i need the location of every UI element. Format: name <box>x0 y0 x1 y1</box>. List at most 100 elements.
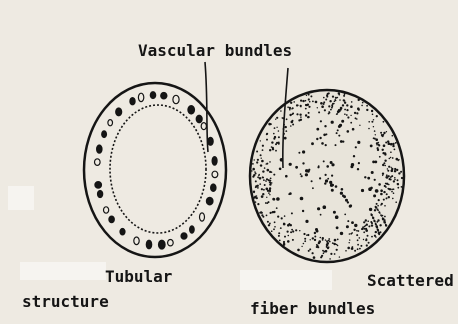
fiber-bundle-dot <box>356 118 358 120</box>
fiber-bundle-dot <box>371 121 373 123</box>
fiber-bundle-dot <box>256 161 258 163</box>
fiber-bundle-dot <box>377 230 379 232</box>
fiber-bundle-dot <box>269 183 271 185</box>
vascular-bundle <box>181 233 187 239</box>
fiber-bundle-dot <box>312 101 314 103</box>
fiber-bundle-dot <box>287 224 290 227</box>
fiber-bundle-dot <box>371 236 373 238</box>
fiber-bundle-dot <box>331 107 333 109</box>
fiber-bundle-dot <box>257 176 259 178</box>
fiber-bundle-dot <box>394 177 396 179</box>
fiber-bundle-dot <box>308 94 310 96</box>
fiber-bundle-dot <box>271 141 273 143</box>
fiber-bundle-dot <box>373 126 374 127</box>
fiber-bundle-dot <box>278 143 280 145</box>
fiber-bundle-dot <box>340 232 343 235</box>
fiber-bundle-dot <box>368 242 370 244</box>
fiber-bundle-dot <box>251 170 252 171</box>
fiber-bundle-dot <box>272 148 274 150</box>
fiber-bundle-dot <box>357 141 360 144</box>
tubular-vascular-bundles <box>95 92 218 249</box>
fiber-bundle-dot <box>304 240 306 242</box>
fiber-bundle-dot <box>393 188 395 190</box>
fiber-bundle-dot <box>323 160 325 162</box>
fiber-bundle-dot <box>383 132 385 134</box>
fiber-bundle-dot <box>358 162 360 164</box>
vascular-bundle <box>116 108 122 116</box>
fiber-bundle-dot <box>394 179 396 181</box>
fiber-bundle-dot <box>328 113 330 115</box>
fiber-bundle-dot <box>289 107 291 109</box>
fiber-bundle-dot <box>320 102 323 105</box>
vascular-bundle <box>208 137 213 145</box>
fiber-bundle-dot <box>377 142 379 144</box>
fiber-bundle-dot <box>381 215 382 216</box>
fiber-bundle-dot <box>336 244 338 246</box>
fiber-bundle-dot <box>253 192 255 194</box>
fiber-bundle-dot <box>351 221 354 224</box>
fiber-bundle-dot <box>285 175 288 178</box>
vascular-bundle <box>109 216 114 223</box>
fiber-bundle-dot <box>262 170 264 172</box>
fiber-bundle-dot <box>392 198 394 200</box>
fiber-bundle-dot <box>366 244 368 246</box>
fiber-bundle-dot <box>325 239 326 240</box>
fiber-bundle-dot <box>331 175 333 177</box>
fiber-bundle-dot <box>367 235 369 237</box>
fiber-bundle-dot <box>367 177 370 180</box>
fiber-bundle-dot <box>347 116 349 118</box>
fiber-bundle-dot <box>326 240 328 242</box>
fiber-bundle-dot <box>386 174 388 176</box>
fiber-bundle-dot <box>356 234 358 236</box>
fiber-bundle-dot <box>254 171 256 173</box>
fiber-bundle-dot <box>296 104 298 106</box>
fiber-bundle-dot <box>266 197 267 198</box>
fiber-bundle-dot <box>262 176 264 178</box>
fiber-bundle-dot <box>396 169 398 171</box>
fiber-bundle-dot <box>285 126 287 128</box>
fiber-bundle-dot <box>366 109 368 111</box>
fiber-bundle-dot <box>325 179 328 182</box>
fiber-bundle-dot <box>271 230 273 232</box>
fiber-bundle-dot <box>357 107 360 110</box>
fiber-bundle-dot <box>375 223 377 225</box>
fiber-bundle-dot <box>306 95 307 96</box>
fiber-bundle-dot <box>259 177 262 180</box>
fiber-bundle-dot <box>340 192 343 195</box>
fiber-bundle-dot <box>381 203 383 205</box>
fiber-bundle-dot <box>275 143 277 145</box>
fiber-bundle-dot <box>374 179 376 181</box>
fiber-bundle-dot <box>302 150 305 153</box>
fiber-bundle-dot <box>344 113 346 115</box>
fiber-bundle-dot <box>319 177 321 179</box>
fiber-bundle-dot <box>372 114 374 116</box>
vascular-bundle <box>95 182 102 189</box>
fiber-bundle-dot <box>334 101 336 103</box>
fiber-bundle-dot <box>401 186 403 188</box>
fiber-bundle-dot <box>350 233 352 235</box>
fiber-bundle-dot <box>273 228 275 230</box>
fiber-bundle-dot <box>329 241 331 243</box>
fiber-bundle-dot <box>256 151 258 153</box>
fiber-bundle-dot <box>261 214 263 216</box>
fiber-bundle-dot <box>391 189 393 191</box>
fiber-bundle-dot <box>321 105 324 108</box>
fiber-bundle-dot <box>269 161 271 163</box>
fiber-bundle-dot <box>369 208 372 211</box>
fiber-bundle-dot <box>342 195 345 198</box>
fiber-bundle-dot <box>287 106 289 108</box>
fiber-bundle-dot <box>289 163 292 166</box>
fiber-bundle-dot <box>382 175 383 176</box>
fiber-bundle-dot <box>338 109 340 111</box>
fiber-bundle-dot <box>323 97 325 99</box>
fiber-bundle-dot <box>306 235 307 236</box>
fiber-bundle-dot <box>305 173 308 176</box>
fiber-bundle-dot <box>308 250 310 252</box>
fiber-bundle-dot <box>377 147 379 149</box>
fiber-bundle-dot <box>298 119 300 121</box>
fiber-bundle-dot <box>393 180 395 182</box>
scattered-label-line1: Scattered <box>367 272 454 290</box>
fiber-bundle-dot <box>344 109 346 111</box>
fiber-bundle-dot <box>307 116 309 118</box>
fiber-bundle-dot <box>258 174 260 176</box>
